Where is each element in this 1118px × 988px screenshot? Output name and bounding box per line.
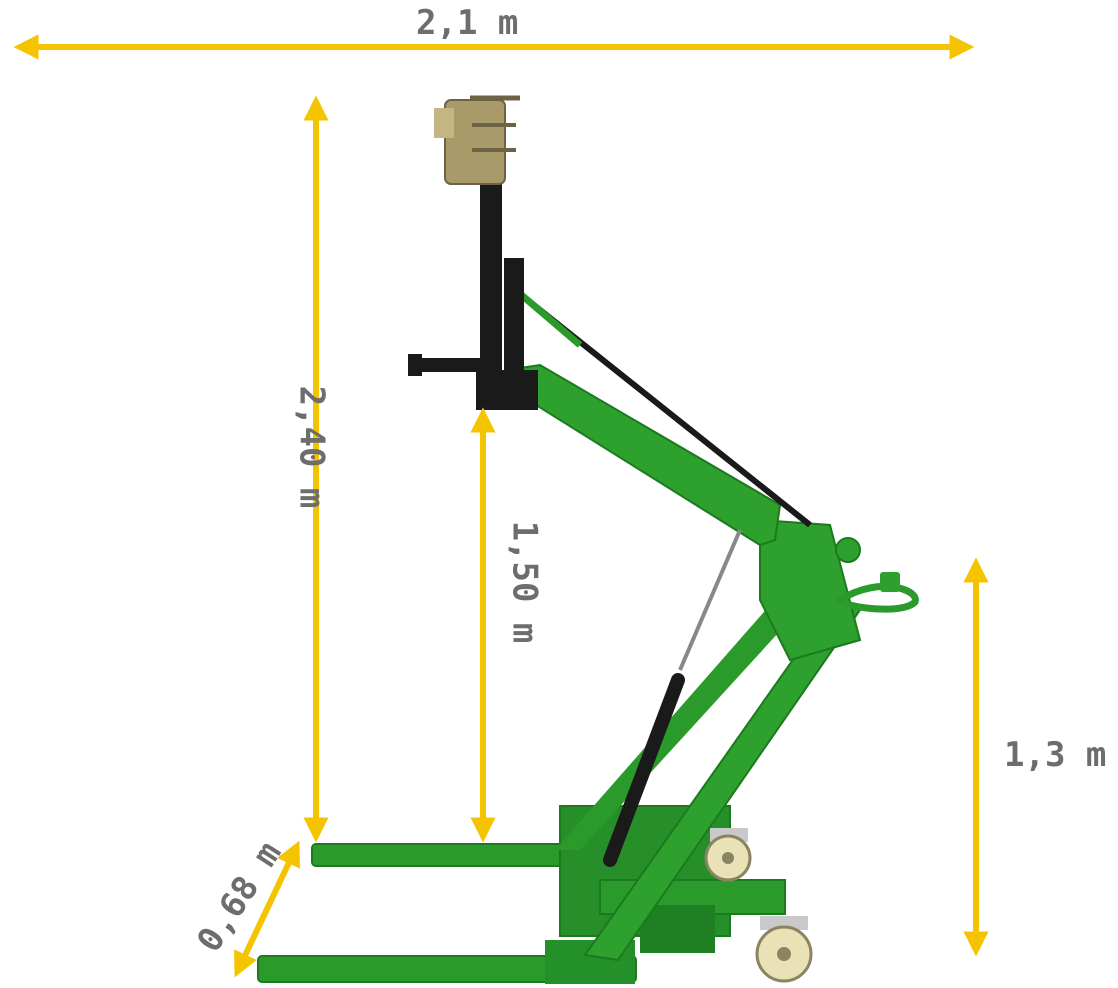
hydraulic-cylinder xyxy=(603,673,685,867)
frame-diagonal-strut xyxy=(555,605,790,850)
front-caster-wheel xyxy=(704,828,752,882)
gas-spring-rod xyxy=(678,529,742,671)
boom-arm xyxy=(519,363,782,547)
total-height-label: 2,40 m xyxy=(291,385,332,509)
drum-clamp-head xyxy=(434,95,520,185)
rear-caster-wheel xyxy=(755,916,813,983)
handle-height-label: 1,3 m xyxy=(1004,735,1107,775)
base-weight-block xyxy=(640,905,715,953)
front-fork-leg xyxy=(311,843,569,867)
dimension-arrows xyxy=(13,34,989,978)
fork-stub xyxy=(408,358,480,372)
pivot-bracket xyxy=(759,518,862,662)
mast-inner xyxy=(480,150,502,410)
mast-carriage xyxy=(476,370,538,410)
fork-height-label: 1,50 m xyxy=(504,520,545,644)
drum-lifter-machine xyxy=(257,95,919,984)
width-label: 2,1 m xyxy=(416,3,519,43)
depth-arrow xyxy=(234,840,300,978)
push-handle xyxy=(836,583,919,613)
